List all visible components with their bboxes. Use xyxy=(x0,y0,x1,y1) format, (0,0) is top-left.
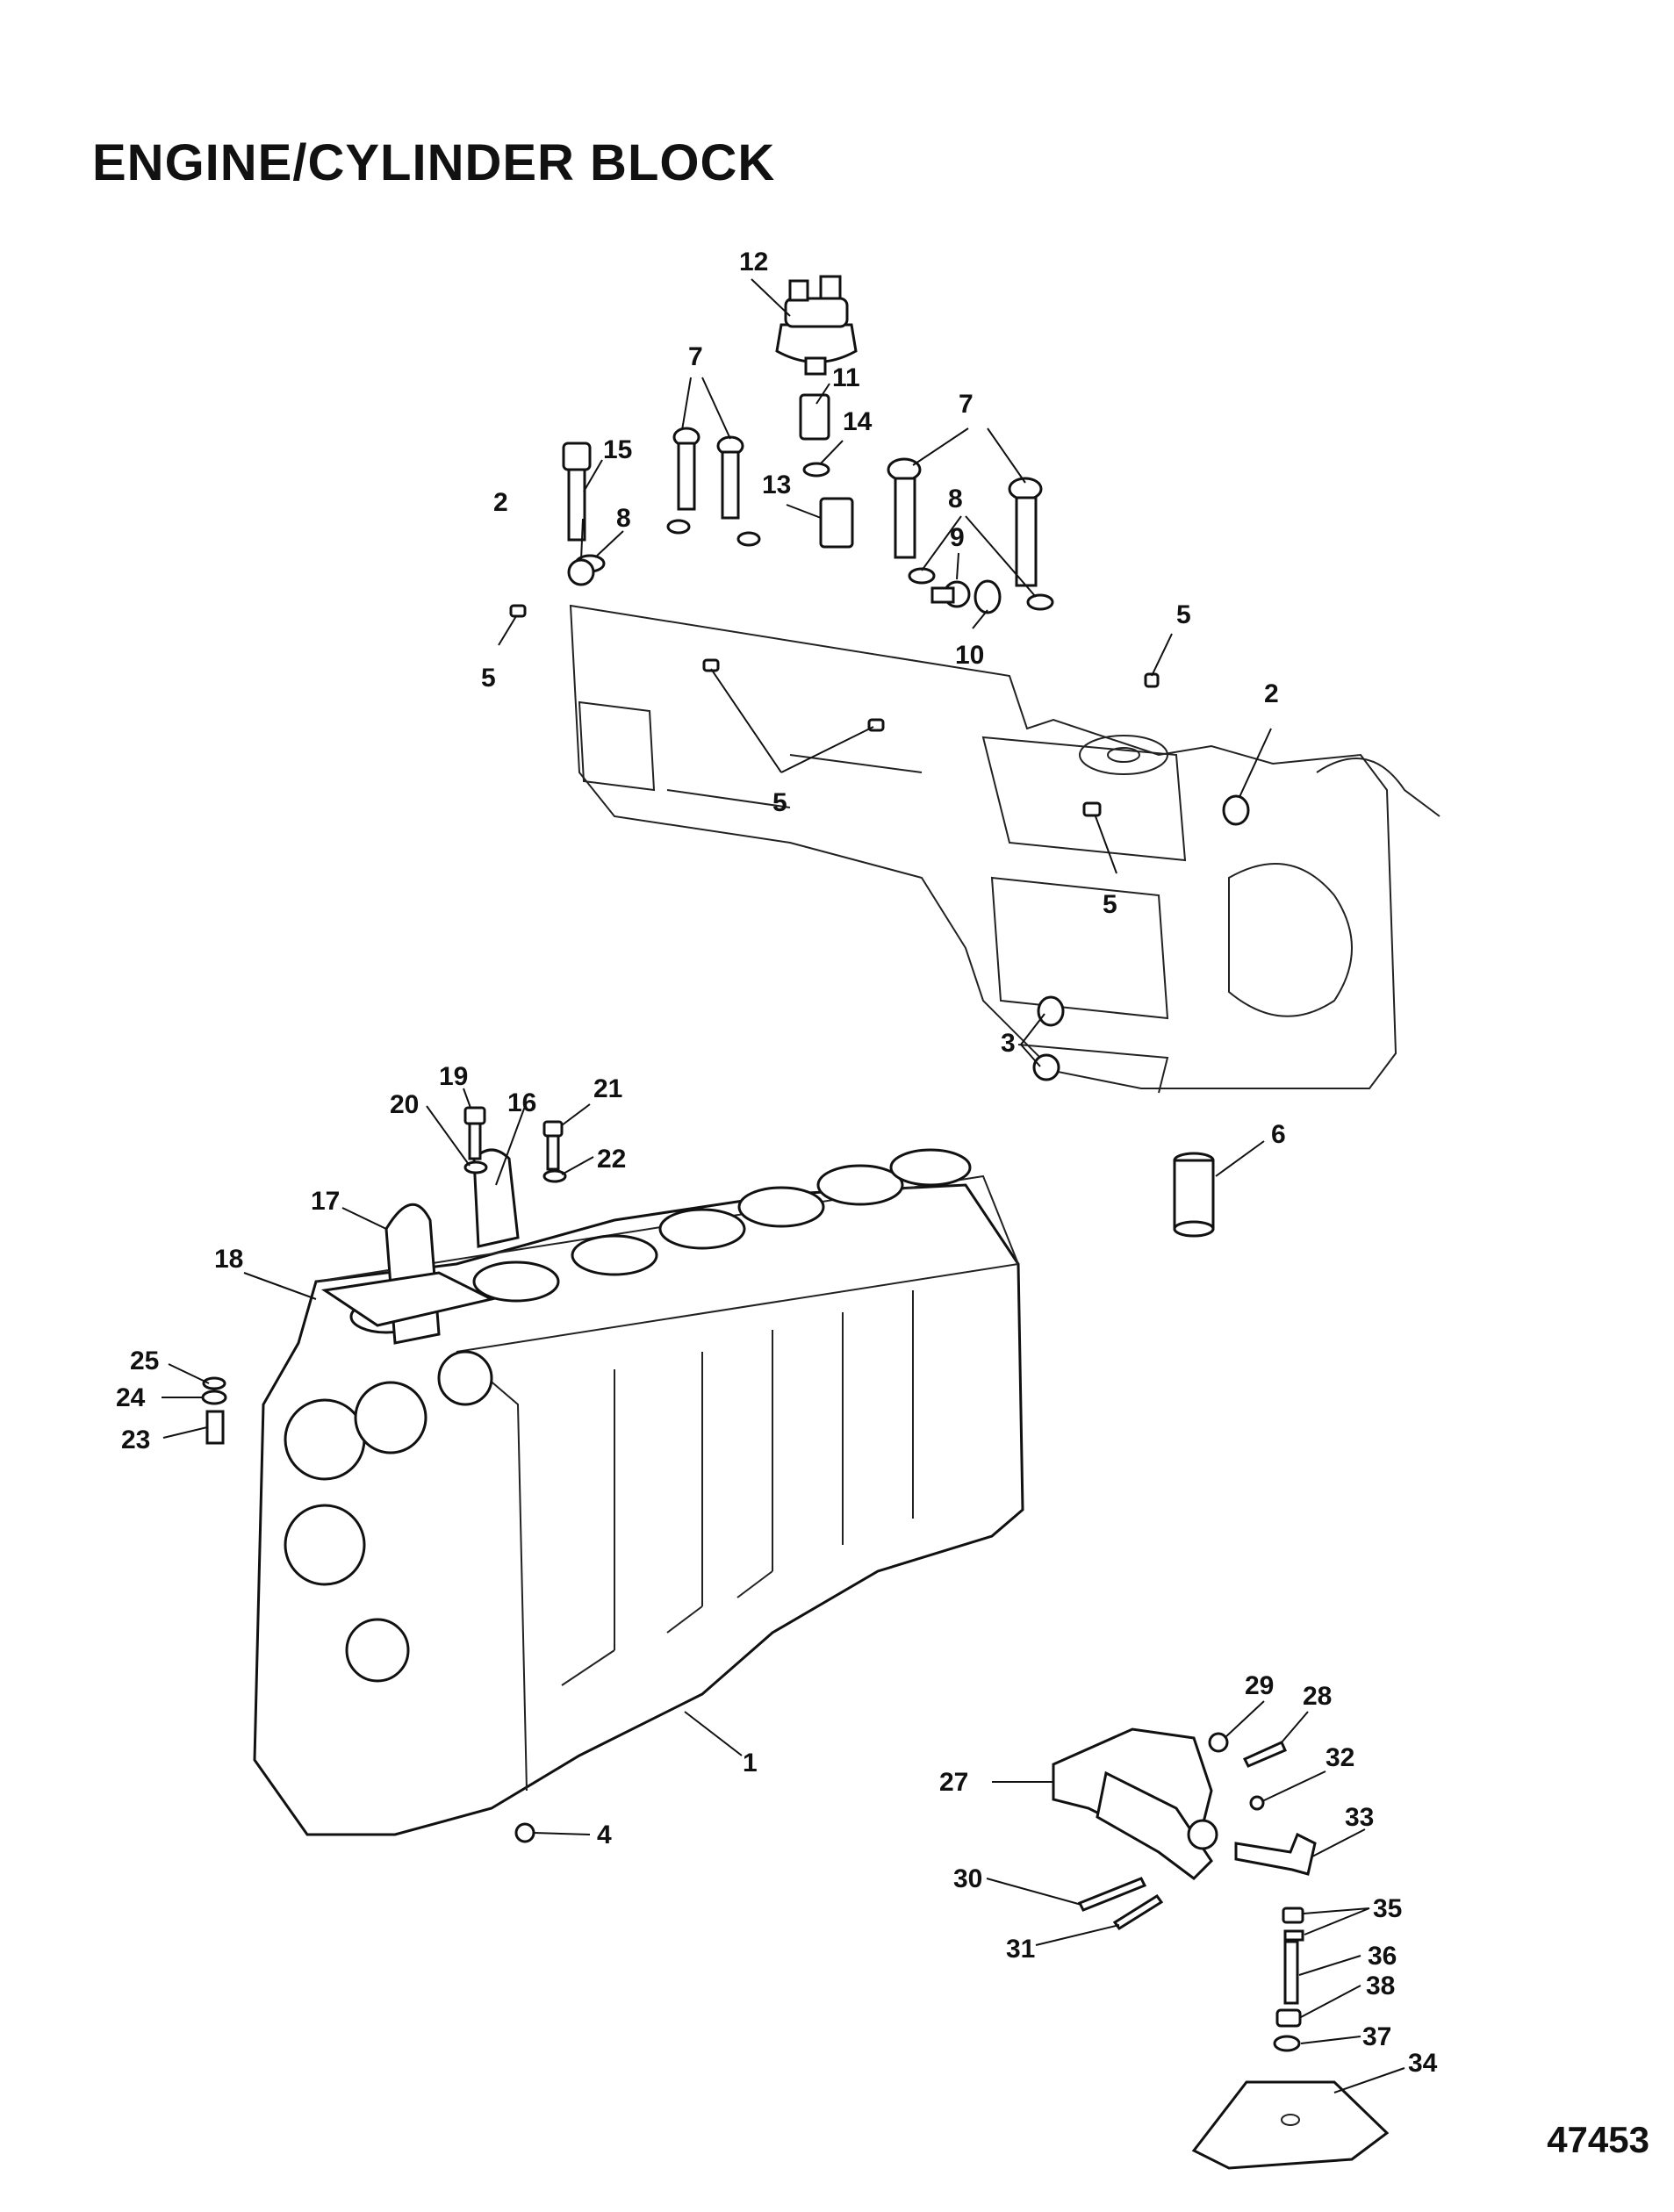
bolt-icon xyxy=(542,1120,564,1138)
callout-7a: 7 xyxy=(688,342,703,371)
screw-icon xyxy=(1077,1877,1147,1912)
stud-icon xyxy=(1283,1940,1299,2005)
callout-13: 13 xyxy=(762,470,791,499)
callout-6: 6 xyxy=(1271,1120,1286,1149)
washer-icon xyxy=(802,462,830,478)
callout-14: 14 xyxy=(843,407,873,436)
callout-32: 32 xyxy=(1326,1743,1354,1772)
callout-22: 22 xyxy=(597,1145,626,1174)
washer-icon xyxy=(1208,1732,1229,1753)
engine-mount-assembly xyxy=(1052,1727,1390,2170)
glow-plug-icon xyxy=(672,427,700,511)
plug-icon xyxy=(1032,1053,1060,1081)
callout-7b: 7 xyxy=(959,390,974,419)
sender-unit-icon xyxy=(775,275,858,376)
bolt-icon xyxy=(205,1410,225,1445)
callout-36: 36 xyxy=(1368,1942,1397,1971)
glow-plug-icon xyxy=(887,457,922,559)
washer-icon xyxy=(1249,1795,1265,1811)
callout-19: 19 xyxy=(439,1062,468,1091)
nut-icon xyxy=(1282,1907,1304,1924)
callout-27: 27 xyxy=(939,1768,968,1797)
callout-8a: 8 xyxy=(616,504,631,533)
callout-29: 29 xyxy=(1245,1671,1274,1700)
washer-icon xyxy=(1026,593,1054,611)
callout-33: 33 xyxy=(1345,1803,1374,1832)
callout-8b: 8 xyxy=(948,485,963,514)
upper-block-section xyxy=(569,604,1441,1094)
screw-icon xyxy=(1242,1741,1287,1768)
callout-labels: 12 11 14 13 15 8 7 7 8 9 10 2 5 5 5 5 2 … xyxy=(116,248,1438,2078)
washer-icon xyxy=(908,567,936,585)
bolt-icon xyxy=(463,1106,486,1125)
nut-icon xyxy=(1283,1929,1304,1942)
callout-4: 4 xyxy=(597,1821,612,1849)
washer-icon xyxy=(736,531,761,547)
bolt-icon xyxy=(468,1122,482,1160)
callout-38: 38 xyxy=(1366,1971,1395,2000)
leader-lines xyxy=(162,278,1405,2094)
fitting-icon xyxy=(799,393,830,441)
sensor-icon xyxy=(930,579,1002,614)
washer-icon xyxy=(666,519,691,535)
callout-23: 23 xyxy=(121,1426,150,1454)
callout-30: 30 xyxy=(953,1864,982,1893)
plug-icon xyxy=(1222,794,1250,826)
callout-25: 25 xyxy=(130,1347,159,1375)
callout-20: 20 xyxy=(390,1090,419,1119)
callout-21: 21 xyxy=(593,1074,622,1103)
plug-icon xyxy=(1144,672,1160,688)
plug-icon xyxy=(702,658,720,672)
callout-15: 15 xyxy=(603,435,632,464)
plug-icon xyxy=(1037,995,1065,1027)
callout-11: 11 xyxy=(832,363,860,392)
upper-parts xyxy=(509,275,1250,1238)
callout-24: 24 xyxy=(116,1383,146,1412)
callout-1: 1 xyxy=(743,1749,758,1778)
plug-icon xyxy=(567,558,595,586)
washer-icon xyxy=(202,1376,226,1390)
callout-18: 18 xyxy=(214,1245,243,1274)
pin-icon xyxy=(1234,1832,1317,1876)
filter-icon xyxy=(1173,1152,1215,1238)
callout-5c: 5 xyxy=(1176,600,1191,629)
page-title: ENGINE/CYLINDER BLOCK xyxy=(92,134,776,191)
callout-9: 9 xyxy=(950,523,965,552)
glow-plug-icon xyxy=(1008,477,1043,587)
callout-2a: 2 xyxy=(493,488,508,517)
document-number: 47453 xyxy=(1547,2119,1649,2160)
callout-10: 10 xyxy=(955,641,984,670)
plug-icon xyxy=(1082,801,1102,817)
bolt-icon xyxy=(546,1134,560,1171)
washer-icon xyxy=(201,1390,227,1405)
screw-icon xyxy=(1112,1893,1164,1931)
washer-icon xyxy=(542,1169,567,1183)
callout-5b: 5 xyxy=(772,788,787,817)
callout-16: 16 xyxy=(507,1088,536,1117)
spacer-icon xyxy=(1275,2008,1302,2028)
block-fasteners xyxy=(201,1106,567,1445)
callout-2b: 2 xyxy=(1264,679,1279,708)
cylinder-block xyxy=(253,1148,1024,1843)
injector-icon xyxy=(562,442,592,542)
callout-5a: 5 xyxy=(481,664,496,693)
callout-3: 3 xyxy=(1001,1029,1016,1058)
glow-plug-icon xyxy=(716,435,744,520)
callout-17: 17 xyxy=(311,1187,340,1216)
callout-31: 31 xyxy=(1006,1935,1035,1964)
adapter-icon xyxy=(819,497,854,549)
callout-5d: 5 xyxy=(1103,890,1117,919)
callout-37: 37 xyxy=(1362,2022,1391,2051)
callout-34: 34 xyxy=(1408,2049,1438,2078)
callout-35: 35 xyxy=(1373,1894,1402,1923)
callout-12: 12 xyxy=(739,248,768,276)
callout-28: 28 xyxy=(1303,1682,1332,1711)
plug-icon xyxy=(509,604,527,618)
washer-icon xyxy=(463,1160,488,1174)
washer-icon xyxy=(1273,2035,1301,2052)
